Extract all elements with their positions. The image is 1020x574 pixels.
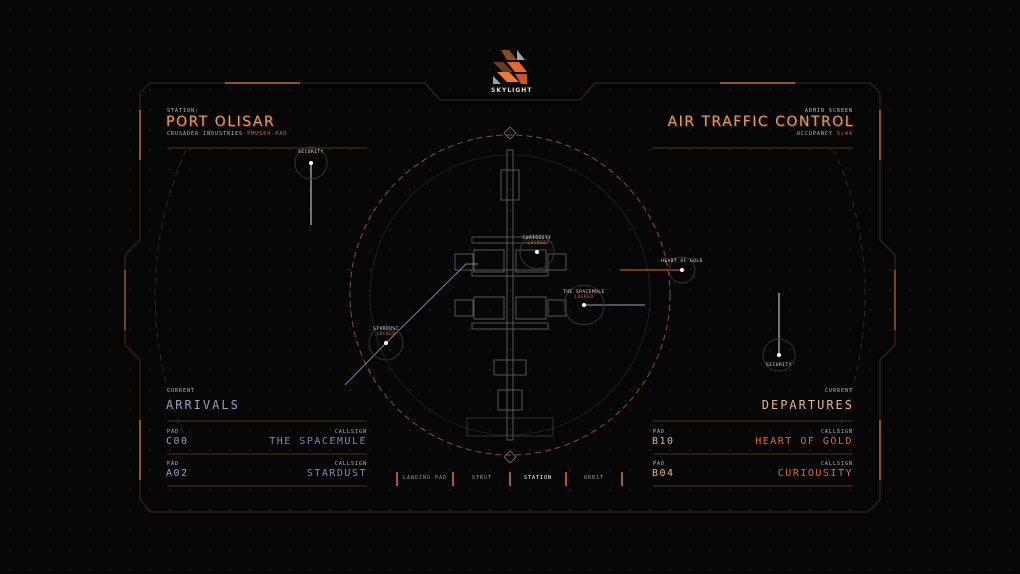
marker-heart-of-gold[interactable]: HEART OF GOLD	[661, 259, 703, 264]
marker-name: THE SPACEMULE	[563, 290, 605, 295]
page-title: AIR TRAFFIC CONTROL	[667, 114, 854, 130]
departure-callsign[interactable]: CURIOUSITY	[777, 468, 853, 479]
brand-name: SKYLIGHT	[491, 87, 533, 94]
occupancy-label: OCCUPANCY	[796, 131, 833, 137]
station-subtitle: CRUSADER INDUSTRIES PMUS64-PAD	[167, 131, 287, 137]
skylight-logo	[493, 50, 527, 84]
callsign-label: CALLSIGN	[820, 429, 853, 435]
radar-ring	[349, 134, 671, 456]
departures-label: CURRENT	[824, 388, 853, 394]
marker-status: LOCKED	[527, 241, 547, 246]
station-schematic	[454, 149, 567, 441]
occupancy-value: 5/44	[836, 131, 853, 137]
pad-label: PAD	[167, 429, 180, 435]
marker-status: LOCKED	[574, 295, 594, 300]
marker-name: CURIOSITY	[522, 236, 552, 241]
marker-security-right[interactable]: SECURITY	[766, 363, 792, 368]
arrivals-label: CURRENT	[167, 388, 196, 394]
station-code: PMUS64-PAD	[247, 131, 288, 137]
outer-orbit-arcs	[154, 149, 866, 441]
tab-orbit[interactable]: ORBIT	[583, 475, 605, 481]
tab-strut[interactable]: STRUT	[471, 475, 493, 481]
callsign-label: CALLSIGN	[820, 461, 853, 467]
station-owner: CRUSADER INDUSTRIES	[167, 131, 244, 137]
callsign-label: CALLSIGN	[334, 429, 367, 435]
admin-label: ADMIN SCREEN	[804, 108, 853, 114]
departure-pad[interactable]: B04	[652, 468, 675, 479]
pad-label: PAD	[653, 461, 666, 467]
departures-title: DEPARTURES	[761, 398, 854, 412]
departure-pad[interactable]: B10	[652, 436, 675, 447]
tab-station[interactable]: STATION	[523, 475, 553, 481]
marker-name: STARDUST	[373, 327, 399, 332]
arrival-callsign[interactable]: THE SPACEMULE	[269, 436, 367, 447]
occupancy: OCCUPANCY 5/44	[797, 131, 853, 137]
arrival-pad[interactable]: C00	[166, 436, 189, 447]
arrival-callsign[interactable]: STARDUST	[306, 468, 367, 479]
callsign-label: CALLSIGN	[334, 461, 367, 467]
marker-security-left[interactable]: SECURITY	[298, 150, 324, 155]
arrival-pad[interactable]: A02	[166, 468, 189, 479]
station-label: STATION:	[167, 108, 200, 114]
departure-callsign[interactable]: HEART OF GOLD	[755, 436, 853, 447]
arrivals-title: ARRIVALS	[166, 398, 240, 412]
pad-label: PAD	[653, 429, 666, 435]
marker-status: LOCKED	[376, 332, 396, 337]
tab-landing-pad[interactable]: LANDING PAD	[402, 475, 448, 481]
pad-label: PAD	[167, 461, 180, 467]
station-title: PORT OLISAR	[166, 114, 276, 130]
